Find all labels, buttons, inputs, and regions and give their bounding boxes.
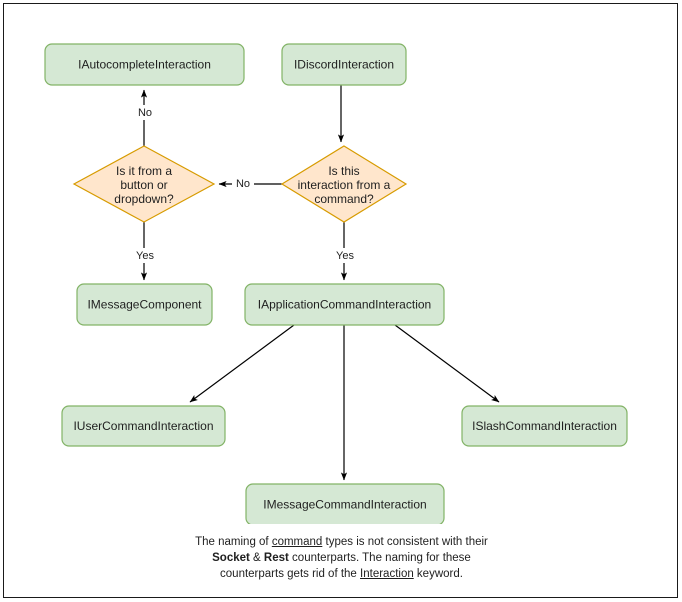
node-decision-button-or-dropdown-line2: button or [120, 178, 167, 192]
node-slash-command-interaction[interactable]: ISlashCommandInteraction [461, 405, 628, 447]
caption-line1-underline: command [271, 536, 323, 548]
edge-decision-command-to-decision-button: No [218, 176, 282, 191]
node-message-component-label: IMessageComponent [87, 298, 202, 312]
node-message-command-interaction[interactable]: IMessageCommandInteraction [245, 483, 445, 524]
diagram-frame: Is it from a button or dropdown? --> No … [3, 3, 678, 598]
edge-label-yes-right: Yes [336, 250, 354, 262]
node-decision-button-or-dropdown-line3: dropdown? [114, 192, 174, 206]
node-autocomplete-interaction-label: IAutocompleteInteraction [78, 58, 211, 72]
caption-line3-part2: keyword. [413, 568, 463, 580]
edges-layer: Is it from a button or dropdown? --> No … [133, 82, 500, 481]
node-autocomplete-interaction[interactable]: IAutocompleteInteraction [44, 43, 245, 86]
node-application-command-interaction-label: IApplicationCommandInteraction [258, 298, 431, 312]
caption-line2-bold-rest: Rest [263, 552, 289, 564]
node-decision-button-or-dropdown[interactable]: Is it from a button or dropdown? [72, 145, 216, 223]
node-discord-interaction-label: IDiscordInteraction [294, 58, 394, 72]
node-message-component[interactable]: IMessageComponent [76, 283, 213, 326]
caption-line2-bold-socket: Socket [212, 552, 250, 564]
node-application-command-interaction[interactable]: IApplicationCommandInteraction [244, 283, 445, 326]
edge-decision-button-to-autocomplete: No [134, 89, 156, 146]
flowchart-canvas: Is it from a button or dropdown? --> No … [44, 43, 628, 524]
caption-line-1: The naming of command types is not consi… [4, 534, 679, 550]
node-decision-from-command[interactable]: Is this interaction from a command? [280, 145, 408, 223]
caption-line2-rest: counterparts. The naming for these [288, 552, 471, 564]
node-message-command-interaction-label: IMessageCommandInteraction [263, 498, 426, 512]
node-user-command-interaction-shape [61, 405, 226, 447]
caption-line2-ampersand: & [249, 552, 264, 564]
node-message-command-interaction-shape [245, 483, 445, 524]
node-discord-interaction-shape [281, 43, 407, 86]
node-autocomplete-interaction-shape [44, 43, 245, 86]
edge-app-command-to-slash-command [394, 324, 500, 403]
edge-label-no-horizontal: No [236, 178, 250, 190]
node-decision-button-or-dropdown-shape [72, 145, 216, 223]
node-discord-interaction[interactable]: IDiscordInteraction [281, 43, 407, 86]
node-slash-command-interaction-shape [461, 405, 628, 447]
node-slash-command-interaction-label: ISlashCommandInteraction [472, 419, 617, 433]
caption-line1-part2: types is not consistent with their [322, 536, 488, 548]
edge-label-yes-left: Yes [136, 250, 154, 262]
nodes-layer: IAutocompleteInteraction IDiscordInterac… [44, 43, 628, 524]
caption-line-2: Socket & Rest counterparts. The naming f… [4, 550, 679, 566]
node-application-command-interaction-shape [244, 283, 445, 326]
edge-app-command-to-user-command [189, 324, 295, 403]
edge-decision-command-to-app-command: Yes [333, 222, 357, 281]
edge-decision-button-to-message-component: Yes [133, 222, 157, 281]
caption-line-3: counterparts gets rid of the Interaction… [4, 566, 679, 582]
node-decision-button-or-dropdown-line1: Is it from a [116, 164, 172, 178]
node-decision-from-command-shape [280, 145, 408, 223]
node-decision-from-command-line3: command? [314, 192, 374, 206]
caption-line3-underline: Interaction [360, 568, 414, 580]
caption-line1-part1: The naming of [195, 536, 272, 548]
edge-label-no-vertical: No [138, 107, 152, 119]
diagram-caption: The naming of command types is not consi… [4, 534, 679, 582]
caption-line3-part1: counterparts gets rid of the [220, 568, 361, 580]
node-user-command-interaction[interactable]: IUserCommandInteraction [61, 405, 226, 447]
node-decision-from-command-line2: interaction from a [298, 178, 391, 192]
node-user-command-interaction-label: IUserCommandInteraction [73, 419, 213, 433]
node-message-component-shape [76, 283, 213, 326]
node-decision-from-command-line1: Is this [328, 164, 359, 178]
